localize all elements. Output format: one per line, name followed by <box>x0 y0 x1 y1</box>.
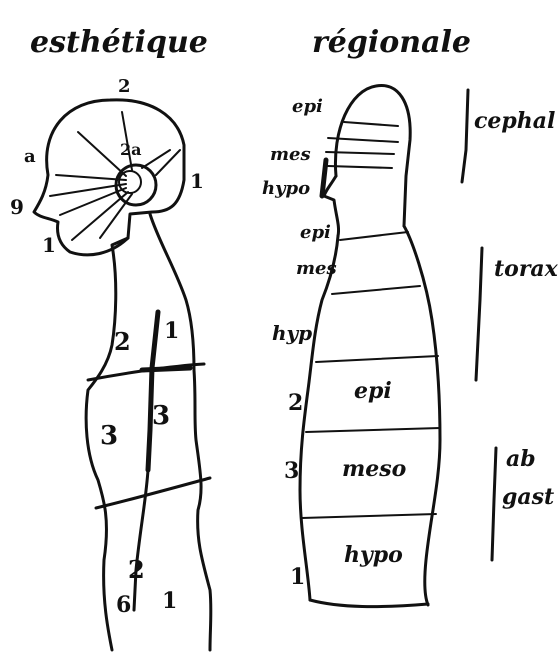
right-seg-2 <box>332 286 420 294</box>
bracket-head <box>462 90 468 182</box>
right-num-1: 1 <box>290 564 305 590</box>
left-figure: 2 a 2a 9 1 1 2 1 3 3 2 6 1 <box>10 76 211 650</box>
right-seg-4 <box>306 428 440 432</box>
right-thorax-epi: epi <box>300 222 331 243</box>
right-body-right <box>404 226 440 605</box>
title-left: esthétique <box>30 25 208 60</box>
left-torso-label-6: 6 <box>116 592 131 618</box>
left-torso-label-3b: 3 <box>152 401 170 431</box>
bracket-thorax <box>476 248 482 380</box>
left-front-line <box>150 214 211 650</box>
right-body-bottom <box>310 600 428 607</box>
left-torso-label-1: 1 <box>164 318 179 344</box>
right-head-mes: mes <box>270 144 311 165</box>
left-waist-line <box>96 478 210 508</box>
left-torso-label-2b: 2 <box>128 555 145 584</box>
left-head-label-1a: 1 <box>42 233 56 257</box>
bracket-label-cephal: cephal <box>474 108 555 134</box>
right-thorax-mes: mes <box>296 258 337 279</box>
left-head-label-top: 2 <box>118 76 131 97</box>
right-head-outline <box>335 85 410 226</box>
right-seg-1 <box>340 232 408 240</box>
right-head-hypo: hypo <box>262 178 310 199</box>
left-head-label-1b: 1 <box>190 169 204 193</box>
right-thorax-hyp: hyp <box>272 321 312 345</box>
title-right: régionale <box>312 25 471 60</box>
left-head-outline <box>34 100 184 255</box>
bracket-abdomen <box>492 448 496 560</box>
right-body-left <box>300 236 338 600</box>
right-abd-meso: meso <box>342 456 406 482</box>
right-abd-epi: epi <box>354 378 392 404</box>
right-head-epi: epi <box>292 96 323 117</box>
left-head-label-2a: 2a <box>120 140 142 159</box>
bracket-label-abdo: ab <box>506 446 536 472</box>
bracket-label-gast: gast <box>502 484 554 510</box>
right-num-2: 2 <box>288 390 303 416</box>
right-seg-5 <box>302 514 436 518</box>
left-head-label-9: 9 <box>10 195 24 219</box>
bracket-label-torax: torax <box>494 256 558 282</box>
left-head-label-a: a <box>24 146 36 167</box>
left-face-rays <box>50 112 180 240</box>
left-torso-label-3a: 3 <box>100 421 118 451</box>
left-arm-line <box>148 312 158 470</box>
right-num-3: 3 <box>284 458 299 484</box>
left-arm-lower <box>134 470 148 610</box>
right-abd-hypo: hypo <box>344 542 403 568</box>
left-torso-label-2: 2 <box>114 327 131 356</box>
right-figure: epi mes hypo epi mes hyp epi meso hypo 2… <box>262 85 558 606</box>
left-torso-label-1c: 1 <box>162 588 177 614</box>
left-chest-bar <box>142 368 190 370</box>
right-seg-3 <box>316 356 438 362</box>
